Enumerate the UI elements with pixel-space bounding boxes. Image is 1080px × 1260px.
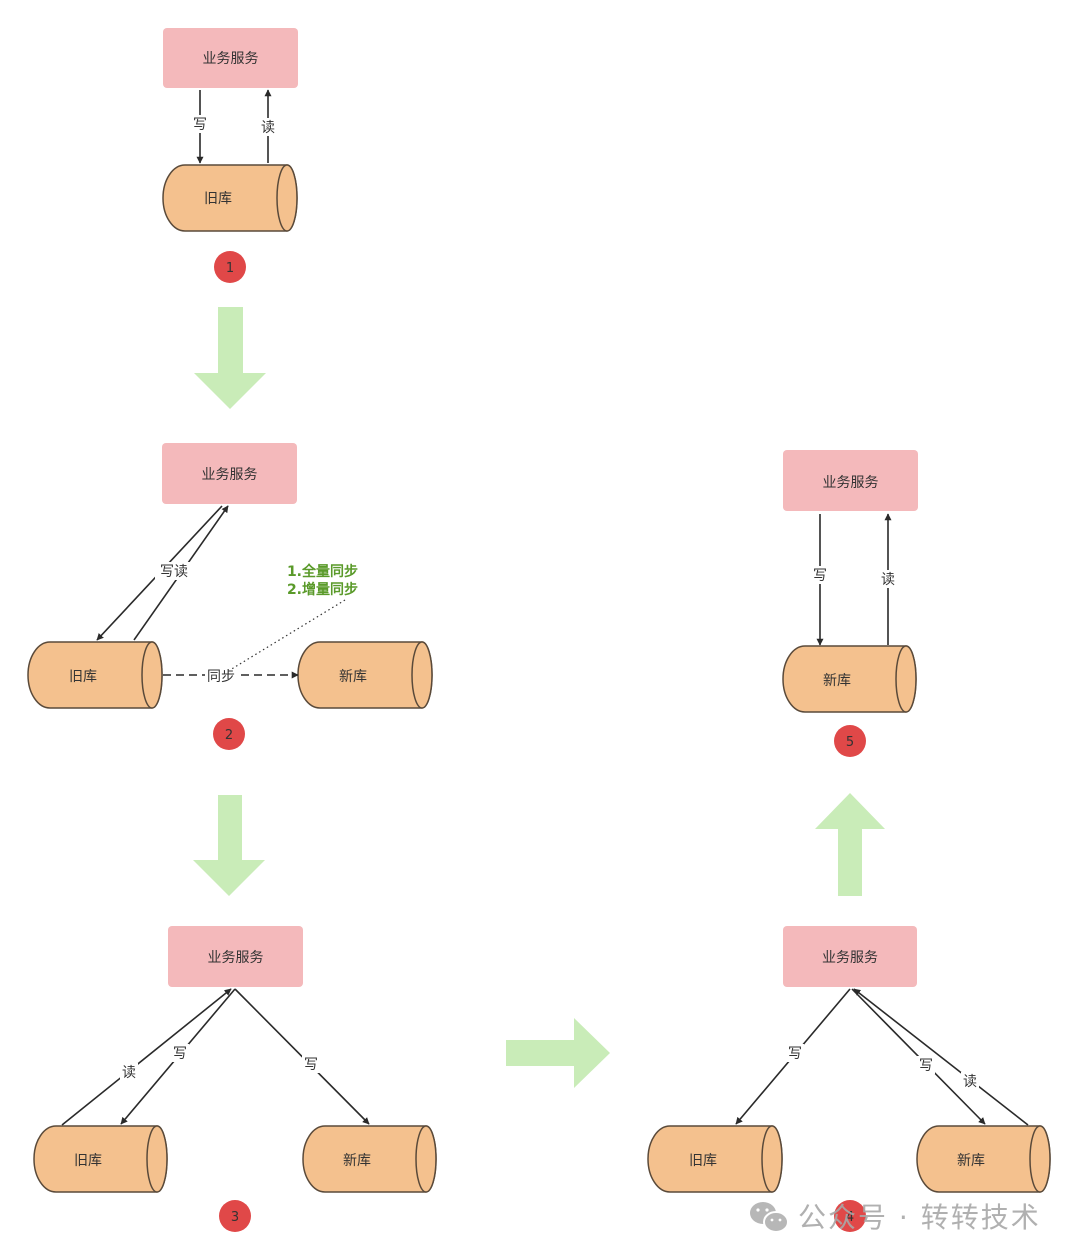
step-arrow-down [193, 795, 265, 896]
edge-label-read: 读 [122, 1064, 136, 1081]
service-node[interactable]: 业务服务 [783, 450, 918, 511]
step-arrow-up [815, 793, 885, 896]
new-db-node[interactable]: 新库 [297, 641, 433, 709]
new-db-label: 新库 [957, 1153, 985, 1169]
step-badge: 5 [834, 725, 866, 757]
watermark: 公众号 · 转转技术 [750, 1201, 1041, 1234]
edge-label-read: 读 [881, 571, 895, 588]
step-1: 业务服务 写 读 旧库 1 [162, 28, 298, 283]
service-label: 业务服务 [202, 467, 258, 483]
old-db-label: 旧库 [69, 669, 97, 685]
watermark-text: 公众号 · 转转技术 [798, 1201, 1041, 1234]
step-arrow-right [506, 1018, 610, 1088]
edge-label-write: 写 [304, 1057, 318, 1073]
service-node[interactable]: 业务服务 [163, 28, 298, 88]
edge-read-old: 读 [61, 988, 232, 1126]
step-arrow-down [194, 307, 266, 409]
sync-note: 1.全量同步 2.增量同步 [229, 563, 358, 671]
step-3: 业务服务 读 写 写 旧库 新库 3 [33, 926, 437, 1232]
badge-number: 2 [225, 728, 233, 743]
service-label: 业务服务 [823, 475, 879, 491]
service-node[interactable]: 业务服务 [168, 926, 303, 987]
edge-write-new: 写 [234, 988, 370, 1125]
old-db-label: 旧库 [689, 1153, 717, 1169]
new-db-node[interactable]: 新库 [782, 645, 917, 713]
edge-label-sync: 同步 [207, 669, 235, 685]
service-label: 业务服务 [822, 950, 878, 966]
edge-read: 读 [260, 89, 276, 163]
note-line-full-sync: 1.全量同步 [287, 563, 358, 580]
old-db-node[interactable]: 旧库 [162, 164, 298, 232]
edge-write: 写 [811, 514, 829, 646]
new-db-node[interactable]: 新库 [916, 1125, 1051, 1193]
step-5: 业务服务 写 读 新库 5 [782, 450, 918, 757]
edge-label-read: 读 [261, 119, 275, 136]
edge-write: 写 [192, 90, 208, 164]
edge-label-write: 写 [173, 1046, 187, 1062]
edge-label-write: 写 [919, 1058, 933, 1074]
edge-label-read: 读 [963, 1073, 977, 1090]
edge-write-old: 写 [735, 988, 851, 1125]
wechat-icon [750, 1202, 789, 1233]
new-db-node[interactable]: 新库 [302, 1125, 437, 1193]
edge-label-write: 写 [813, 568, 827, 584]
old-db-label: 旧库 [74, 1153, 102, 1169]
step-badge: 4 [834, 1200, 866, 1232]
old-db-label: 旧库 [204, 191, 232, 207]
edge-label-write: 写 [193, 117, 207, 133]
badge-number: 4 [846, 1210, 854, 1225]
step-2: 业务服务 写读 旧库 新库 同步 1.全量同步 2.增量同步 [27, 443, 433, 750]
new-db-label: 新库 [343, 1153, 371, 1169]
step-4: 业务服务 写 写 读 旧库 新库 4 [647, 926, 1051, 1232]
edge-sync: 同步 [163, 667, 299, 685]
badge-number: 1 [226, 261, 234, 276]
note-line-incremental-sync: 2.增量同步 [287, 581, 358, 598]
service-node[interactable]: 业务服务 [783, 926, 917, 987]
badge-number: 5 [846, 735, 854, 750]
edge-write-new: 写 [851, 988, 986, 1125]
service-node[interactable]: 业务服务 [162, 443, 297, 504]
edge-write-old: 写 [120, 988, 236, 1125]
step-badge: 2 [213, 718, 245, 750]
old-db-node[interactable]: 旧库 [647, 1125, 783, 1193]
old-db-node[interactable]: 旧库 [33, 1125, 168, 1193]
service-label: 业务服务 [203, 51, 259, 67]
edge-read: 读 [879, 513, 897, 645]
new-db-label: 新库 [823, 673, 851, 689]
edge-label-write: 写 [788, 1046, 802, 1062]
badge-number: 3 [231, 1210, 239, 1225]
step-badge: 3 [219, 1200, 251, 1232]
step-badge: 1 [214, 251, 246, 283]
new-db-label: 新库 [339, 669, 367, 685]
service-label: 业务服务 [208, 950, 264, 966]
edge-read-new: 读 [853, 988, 1029, 1126]
old-db-node[interactable]: 旧库 [27, 641, 163, 709]
edge-label-write-read: 写读 [160, 563, 188, 580]
